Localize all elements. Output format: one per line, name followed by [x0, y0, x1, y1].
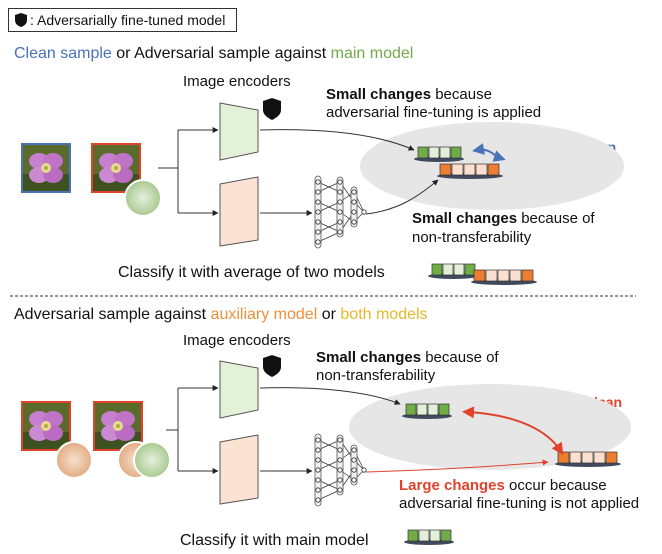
- top-heading-main: main model: [330, 45, 414, 62]
- bottom-note2-bold: Large changes: [399, 477, 505, 494]
- top-note1-rest: because: [431, 86, 492, 103]
- bottom-neural-network: [314, 433, 367, 507]
- bottom-heading-or: or: [317, 306, 341, 323]
- top-avg-orange-embedding: [470, 269, 538, 286]
- top-main-encoder: [219, 102, 259, 161]
- top-heading-mid: or Adversarial sample against: [111, 45, 331, 62]
- bottom-shield-icon: [263, 355, 281, 377]
- bottom-classify: Classify it with main model: [180, 532, 369, 549]
- top-orange-embedding: [436, 163, 504, 180]
- top-clean-image: [21, 143, 71, 193]
- bottom-main-encoder: [219, 360, 259, 419]
- bottom-adv-both-image: [93, 401, 143, 451]
- bottom-note1-line2: non-transferability: [316, 367, 436, 384]
- top-arrow-to-green-embedding: [259, 129, 415, 151]
- top-shield-icon: [263, 98, 281, 120]
- top-perturbation-noise: [124, 179, 162, 217]
- top-heading: Clean sample or Adversarial sample again…: [14, 44, 413, 63]
- top-note2-bold: Small changes: [412, 210, 518, 227]
- bottom-note1-bold: Small changes: [316, 349, 422, 366]
- bottom-heading: Adversarial sample against auxiliary mod…: [14, 305, 428, 324]
- bottom-both-noise-green: [133, 441, 171, 479]
- bottom-distance-arrow: [462, 406, 564, 455]
- shield-icon: [15, 13, 27, 27]
- top-distance-arrow: [472, 143, 506, 162]
- bottom-heading-aux: auxiliary model: [210, 306, 318, 323]
- top-adversarial-image: [91, 143, 141, 193]
- top-encoders-label: Image encoders: [183, 73, 291, 90]
- bottom-orange-embedding: [554, 451, 622, 468]
- top-green-embedding: [413, 146, 465, 163]
- top-heading-clean: Clean sample: [14, 45, 112, 62]
- bottom-heading-both: both models: [340, 306, 428, 323]
- bottom-arrow-to-green-embedding: [259, 387, 401, 405]
- top-note1: Small changes because: [326, 86, 492, 104]
- bottom-note1-rest: because of: [421, 349, 499, 366]
- bottom-aux-encoder: [219, 434, 259, 505]
- top-note1-line2: adversarial fine-tuning is applied: [326, 104, 542, 121]
- bottom-heading-part1: Adversarial sample against: [14, 306, 211, 323]
- top-note2-rest: because of: [517, 210, 595, 227]
- bottom-aux-noise: [55, 441, 93, 479]
- top-note2: Small changes because of: [412, 210, 595, 228]
- top-note2-line2: non-transferability: [412, 229, 532, 246]
- bottom-encoders-label: Image encoders: [183, 332, 291, 349]
- bottom-note1: Small changes because of: [316, 349, 499, 367]
- top-classify: Classify it with average of two models: [118, 264, 385, 281]
- bottom-note2-line2: adversarial fine-tuning is not applied: [399, 495, 640, 512]
- bottom-adv-aux-image: [21, 401, 71, 451]
- top-aux-encoder: [219, 176, 259, 247]
- top-note1-bold: Small changes: [326, 86, 432, 103]
- bottom-main-embedding: [403, 529, 455, 546]
- top-arrow-to-orange-embedding: [365, 179, 439, 215]
- top-avg-green-embedding: [427, 263, 479, 280]
- bottom-note2-rest: occur because: [504, 477, 607, 494]
- top-neural-network: [314, 175, 367, 249]
- legend-text: : Adversarially fine-tuned model: [30, 12, 226, 28]
- bottom-green-embedding: [401, 403, 453, 420]
- bottom-arrow-to-orange-embedding: [365, 459, 549, 473]
- legend-box: [8, 8, 237, 32]
- bottom-note2: Large changes occur because: [399, 477, 607, 495]
